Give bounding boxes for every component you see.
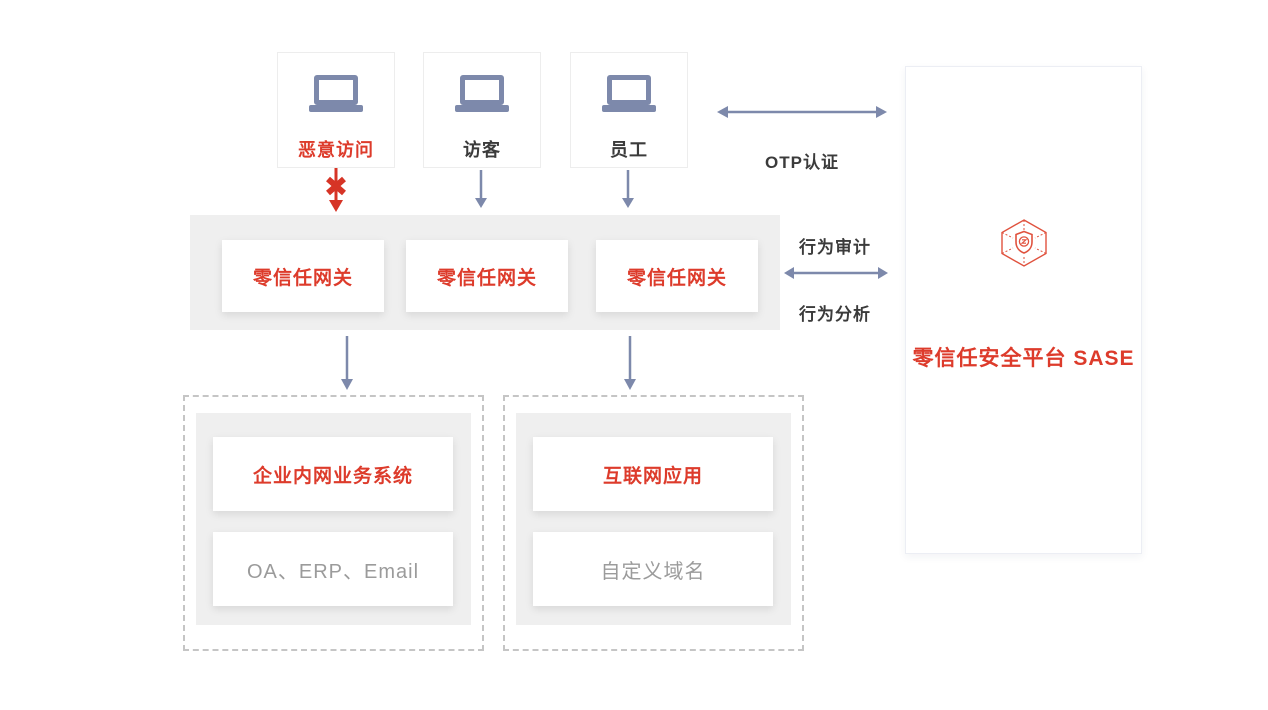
behavior-double-arrow-icon <box>784 267 888 279</box>
internet-group: 互联网应用 自定义域名 <box>503 395 804 651</box>
source-card-visitor: 访客 <box>423 52 541 168</box>
intranet-group: 企业内网业务系统 OA、ERP、Email <box>183 395 484 651</box>
behavior-analysis-label: 行为分析 <box>799 305 871 324</box>
otp-double-arrow-icon <box>717 106 887 118</box>
intranet-group-panel: 企业内网业务系统 OA、ERP、Email <box>196 413 471 625</box>
custom-domain-box: 自定义域名 <box>533 532 773 606</box>
source-card-employee: 员工 <box>570 52 688 168</box>
behavior-audit-label: 行为审计 <box>799 238 871 257</box>
custom-domain-label: 自定义域名 <box>600 560 706 583</box>
gateway-label: 零信任网关 <box>436 267 537 289</box>
intranet-apps-label: OA、ERP、Email <box>246 560 420 583</box>
gateway-box-3: 零信任网关 <box>596 240 758 312</box>
sase-platform-title: 零信任安全平台 SASE <box>912 347 1135 370</box>
laptop-icon <box>309 75 363 112</box>
intranet-systems-box: 企业内网业务系统 <box>213 437 453 511</box>
intranet-systems-label: 企业内网业务系统 <box>252 465 413 487</box>
gateway-label: 零信任网关 <box>252 267 353 289</box>
internet-apps-box: 互联网应用 <box>533 437 773 511</box>
gateway-band: 零信任网关 零信任网关 零信任网关 <box>190 215 780 330</box>
laptop-icon <box>455 75 509 112</box>
down-arrow-icon <box>624 336 636 390</box>
gateway-box-1: 零信任网关 <box>222 240 384 312</box>
laptop-icon <box>602 75 656 112</box>
cube-shield-icon <box>1000 219 1047 267</box>
source-card-malicious: 恶意访问 <box>277 52 395 168</box>
internet-group-panel: 互联网应用 自定义域名 <box>516 413 791 625</box>
source-label-employee: 员工 <box>610 140 648 160</box>
down-arrow-icon <box>475 170 487 208</box>
otp-auth-label: OTP认证 <box>765 153 839 172</box>
gateway-box-2: 零信任网关 <box>406 240 568 312</box>
source-label-visitor: 访客 <box>463 140 501 160</box>
gateway-label: 零信任网关 <box>626 267 727 289</box>
down-arrow-icon <box>341 336 353 390</box>
source-label-malicious: 恶意访问 <box>298 140 374 160</box>
blocked-arrow-icon <box>326 168 346 212</box>
sase-platform-panel: 零信任安全平台 SASE <box>905 66 1142 554</box>
intranet-apps-box: OA、ERP、Email <box>213 532 453 606</box>
internet-apps-label: 互联网应用 <box>602 465 703 487</box>
down-arrow-icon <box>622 170 634 208</box>
